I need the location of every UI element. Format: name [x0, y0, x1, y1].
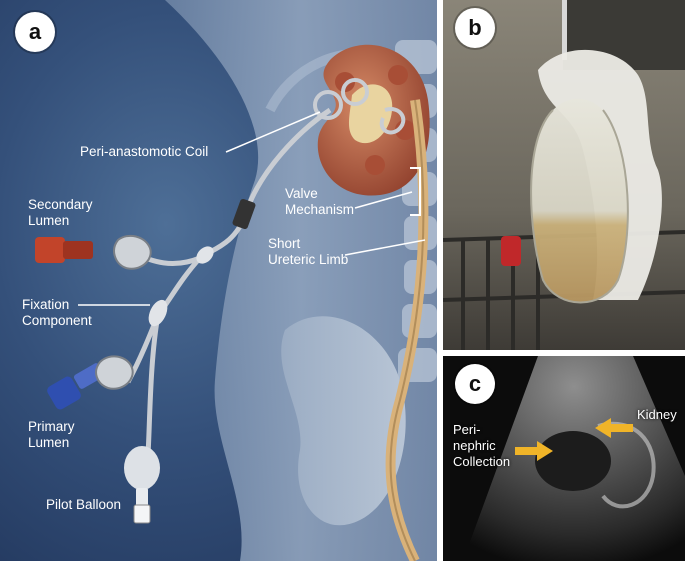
panel-c-ultrasound: c Kidney Peri- nephric Collection — [443, 356, 685, 561]
label-peri-anastomotic-coil: Peri-anastomotic Coil — [80, 144, 209, 159]
label-fixation-component: Fixation Component — [22, 297, 92, 328]
secondary-lumen-connector — [35, 234, 152, 270]
red-clamp — [501, 236, 521, 266]
valve-bracket — [410, 167, 421, 216]
catheter-illustration — [35, 0, 437, 561]
drainage-bag-photo — [443, 0, 685, 350]
panel-c-badge: c — [455, 364, 495, 404]
primary-lumen-connector — [47, 355, 134, 410]
leader-lines — [78, 111, 426, 306]
peri-anastomotic-coil — [313, 78, 406, 135]
drainage-bag — [531, 98, 628, 303]
label-pilot-balloon: Pilot Balloon — [46, 497, 122, 512]
panel-a-illustration: a Peri-anastomotic Coil Valve Mechanism … — [0, 0, 437, 561]
label-kidney: Kidney — [637, 407, 677, 422]
pelvis-bone — [281, 316, 406, 526]
label-short-ureteric-limb: Short Ureteric Limb — [268, 236, 349, 267]
collection-region — [535, 431, 611, 491]
fixation-component — [148, 299, 168, 327]
arrow-kidney — [595, 418, 633, 438]
clamp — [232, 198, 256, 230]
arrow-collection — [515, 441, 553, 461]
panel-a-badge: a — [15, 12, 55, 52]
panel-b-badge: b — [455, 8, 495, 48]
label-secondary-lumen: Secondary Lumen — [28, 197, 93, 228]
pilot-balloon — [124, 446, 160, 524]
label-primary-lumen: Primary Lumen — [28, 419, 75, 450]
label-perinephric-collection: Peri- nephric Collection — [453, 422, 511, 469]
label-valve-mechanism: Valve Mechanism — [285, 186, 355, 217]
panel-b-photo: b — [443, 0, 685, 350]
